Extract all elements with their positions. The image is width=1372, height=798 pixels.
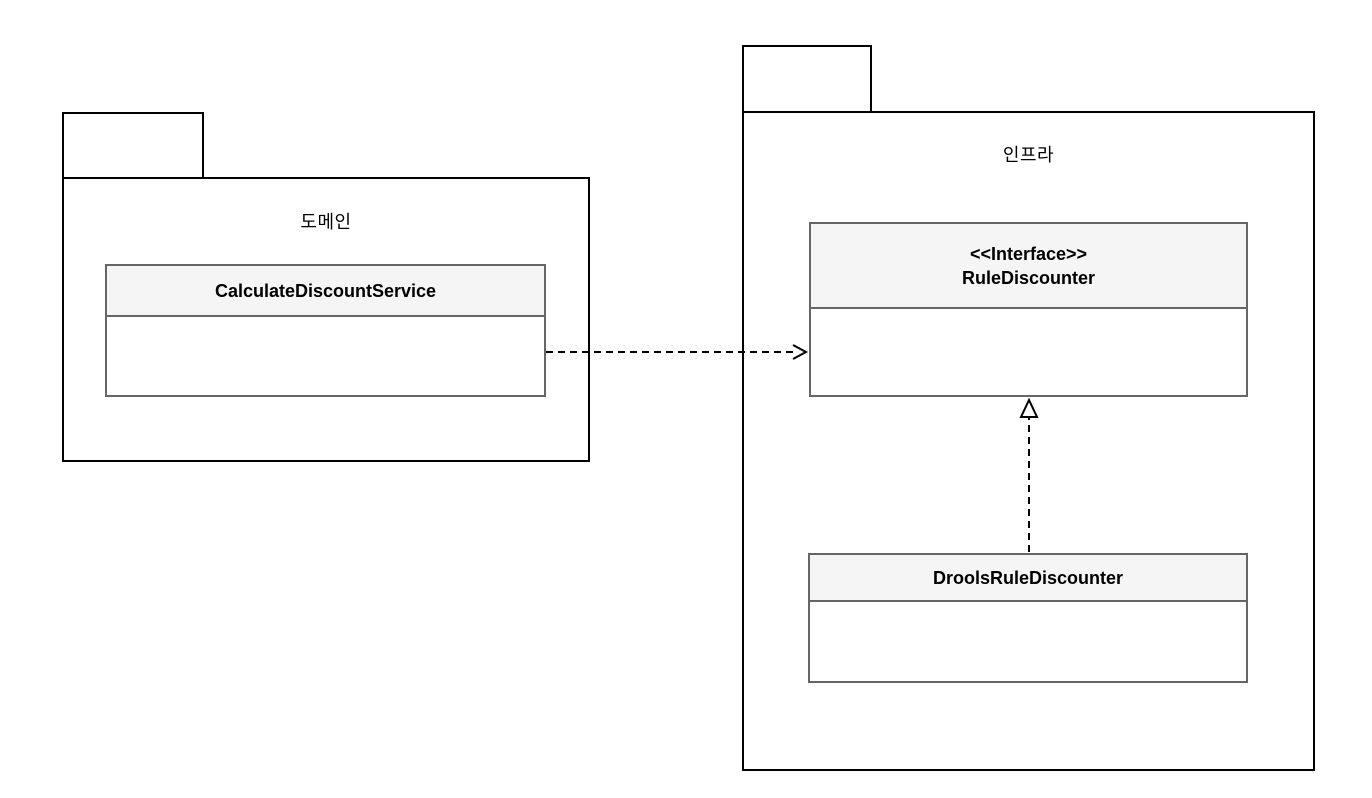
calculate-discount-service-compartment bbox=[107, 317, 544, 395]
drools-rule-discounter-class: DroolsRuleDiscounter bbox=[808, 553, 1248, 683]
calculate-discount-service-header: CalculateDiscountService bbox=[107, 266, 544, 317]
rule-discounter-name: RuleDiscounter bbox=[961, 267, 1096, 288]
rule-discounter-compartment bbox=[811, 309, 1246, 395]
calculate-discount-service-class: CalculateDiscountService bbox=[105, 264, 546, 397]
drools-rule-discounter-name: DroolsRuleDiscounter bbox=[932, 567, 1124, 588]
rule-discounter-stereotype: <<Interface>> bbox=[969, 243, 1088, 264]
domain-package-title: 도메인 bbox=[300, 212, 352, 232]
rule-discounter-header: <<Interface>> RuleDiscounter bbox=[811, 224, 1246, 309]
domain-package-tab bbox=[62, 112, 204, 177]
drools-rule-discounter-header: DroolsRuleDiscounter bbox=[810, 555, 1246, 602]
calculate-discount-service-name: CalculateDiscountService bbox=[214, 280, 437, 301]
rule-discounter-interface: <<Interface>> RuleDiscounter bbox=[809, 222, 1248, 397]
drools-rule-discounter-compartment bbox=[810, 602, 1246, 681]
infra-package-title: 인프라 bbox=[1002, 145, 1055, 165]
infra-package-tab bbox=[742, 45, 872, 111]
